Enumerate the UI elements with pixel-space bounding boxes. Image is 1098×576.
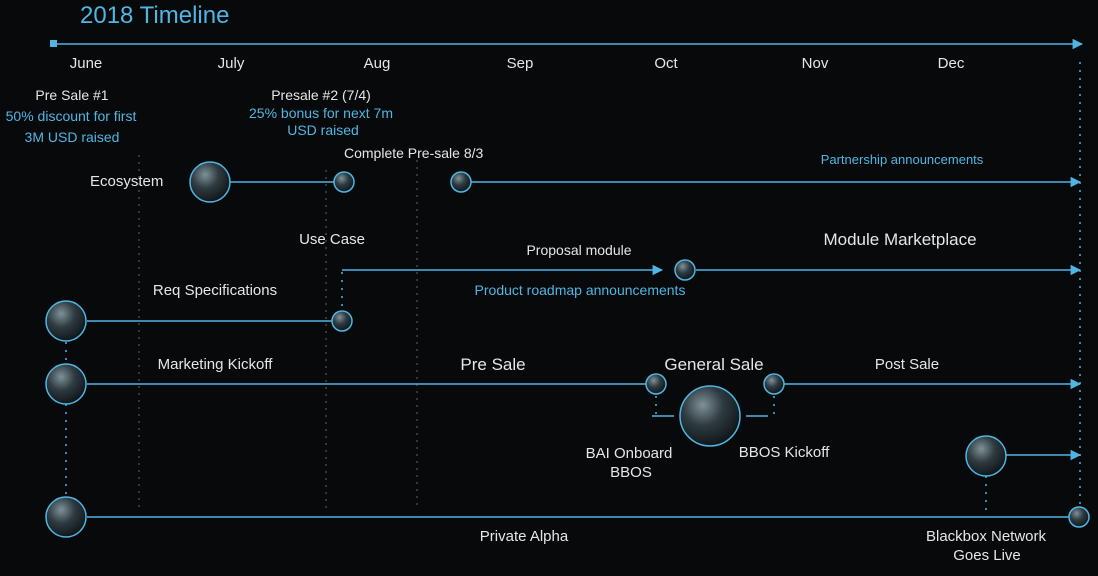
post-sale-label: Post Sale	[874, 356, 940, 373]
axis-start-marker	[50, 40, 57, 47]
module-marketplace-label: Module Marketplace	[823, 230, 977, 249]
req-specs-label: Req Specifications	[152, 282, 278, 299]
month-label-nov: Nov	[801, 55, 829, 72]
product-roadmap-label: Product roadmap announcements	[474, 282, 686, 298]
complete-presale-orb	[333, 171, 355, 193]
month-label-aug: Aug	[363, 55, 391, 72]
use-case-label: Use Case	[299, 231, 365, 248]
private-alpha-end-orb	[1068, 506, 1090, 528]
bai-onboard-line1: BAI Onboard	[585, 445, 673, 462]
month-dividers	[138, 155, 418, 510]
blackbox-line2: Goes Live	[953, 547, 1021, 564]
presale1-line2: 3M USD raised	[24, 129, 120, 145]
month-label-july: July	[217, 55, 245, 72]
bai-onboard-line2: BBOS	[610, 464, 652, 481]
module-marketplace-orb	[674, 259, 696, 281]
general-sale-label: General Sale	[664, 355, 764, 374]
marketing-kickoff-orb	[45, 363, 87, 405]
general-sale-orb	[679, 385, 741, 447]
private-alpha-orb	[45, 496, 87, 538]
presale2-line1: 25% bonus for next 7m	[249, 105, 393, 121]
month-label-dec: Dec	[937, 55, 965, 72]
connector-dots	[65, 62, 1081, 510]
presale2-title: Presale #2 (7/4)	[271, 87, 371, 103]
blackbox-orb	[965, 435, 1007, 477]
partnership-label: Partnership announcements	[820, 152, 984, 167]
marketing-kickoff-label: Marketing Kickoff	[157, 356, 273, 373]
partnership-orb	[450, 171, 472, 193]
req-specs-end-orb	[331, 310, 353, 332]
pre-sale-label: Pre Sale	[460, 355, 526, 374]
blackbox-line1: Blackbox Network	[925, 528, 1047, 545]
req-specs-orb	[45, 300, 87, 342]
presale1-title: Pre Sale #1	[35, 87, 109, 103]
postsale-start-orb	[763, 373, 785, 395]
month-label-sep: Sep	[506, 55, 534, 72]
presale1-line1: 50% discount for first	[5, 108, 137, 124]
month-label-june: June	[69, 55, 103, 72]
presale2-line2: USD raised	[287, 122, 359, 138]
private-alpha-label: Private Alpha	[479, 528, 569, 545]
page-title: 2018 Timeline	[80, 2, 230, 29]
bbos-kickoff-label: BBOS Kickoff	[738, 444, 830, 461]
complete-presale-label: Complete Pre-sale 8/3	[344, 145, 484, 161]
proposal-module-label: Proposal module	[526, 242, 632, 258]
month-label-oct: Oct	[654, 55, 678, 72]
presale-end-orb	[645, 373, 667, 395]
ecosystem-label: Ecosystem	[90, 173, 164, 190]
ecosystem-orb	[189, 161, 231, 203]
